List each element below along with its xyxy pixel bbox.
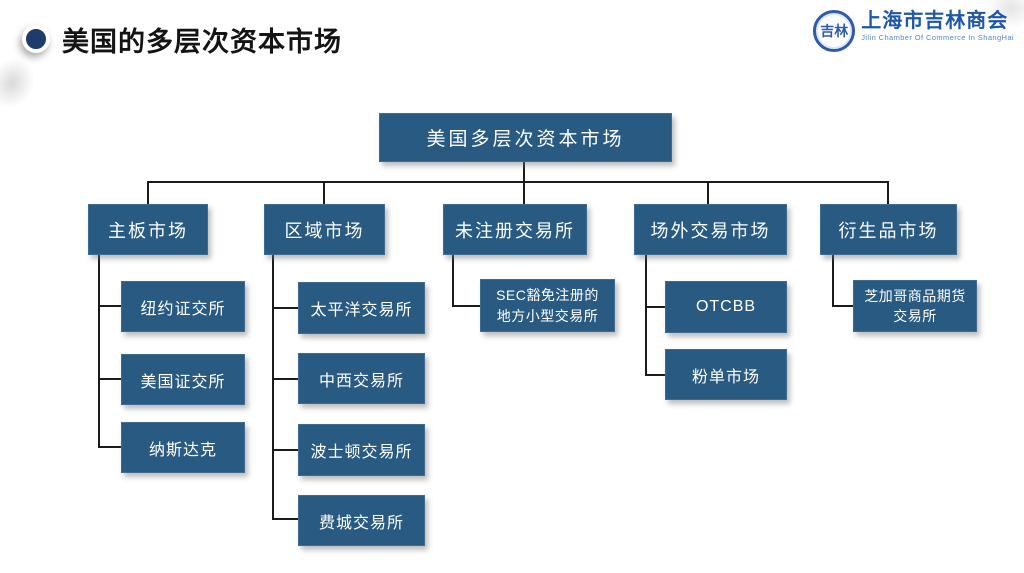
logo-name-en: Jilin Chamber Of Commerce In ShangHai <box>861 33 1014 42</box>
node-boston-exchange: 波士顿交易所 <box>298 424 425 476</box>
connector-stub-otcbb <box>645 306 665 308</box>
connector-root-drop <box>523 162 525 182</box>
node-root: 美国多层次资本市场 <box>379 113 672 162</box>
node-pink-sheets: 粉单市场 <box>665 349 787 400</box>
logo-name-cn: 上海市吉林商会 <box>861 10 1009 32</box>
node-chicago-mercantile-futures-exchange: 芝加哥商品期货交易所 <box>853 280 977 332</box>
connector-stub-boston <box>272 449 298 451</box>
logo-text-block: 上海市吉林商会 Jilin Chamber Of Commerce In Sha… <box>861 10 1014 42</box>
organization-logo: 吉林 上海市吉林商会 Jilin Chamber Of Commerce In … <box>813 10 1014 52</box>
page-title: 美国的多层次资本市场 <box>62 26 342 57</box>
connector-stub-sec-exempt <box>452 305 480 307</box>
node-otcbb: OTCBB <box>665 281 787 333</box>
node-midwest-exchange: 中西交易所 <box>298 353 425 404</box>
node-pacific-exchange: 太平洋交易所 <box>298 282 425 334</box>
connector-stub-cme <box>832 305 853 307</box>
connector-spine-otc <box>645 255 647 376</box>
connector-drop-main-board <box>147 181 149 205</box>
connector-stub-philadelphia <box>272 518 298 520</box>
connector-bus <box>147 181 889 183</box>
connector-spine-unregistered <box>452 255 454 307</box>
node-derivatives-market: 衍生品市场 <box>820 204 957 255</box>
node-regional-market: 区域市场 <box>264 204 385 255</box>
connector-drop-otc <box>707 181 709 205</box>
node-nyse: 纽约证交所 <box>121 281 245 332</box>
connector-spine-regional <box>272 255 274 520</box>
connector-drop-derivatives <box>887 181 889 205</box>
connector-stub-amex <box>98 378 121 380</box>
connector-stub-nasdaq <box>98 446 121 448</box>
connector-drop-unregistered <box>523 181 525 205</box>
node-main-board-market: 主板市场 <box>88 204 208 255</box>
node-nasdaq: 纳斯达克 <box>121 422 245 473</box>
node-sec-exempt-local-small-exchanges: SEC豁免注册的地方小型交易所 <box>480 279 615 332</box>
node-otc-market: 场外交易市场 <box>634 204 787 255</box>
connector-stub-pacific <box>272 307 298 309</box>
logo-emblem-icon: 吉林 <box>813 10 856 52</box>
connector-stub-midwest <box>272 378 298 380</box>
connector-drop-regional <box>323 181 325 205</box>
node-amex: 美国证交所 <box>121 354 245 405</box>
corner-shadow-right <box>976 0 1024 38</box>
corner-shadow-left <box>0 38 54 128</box>
node-philadelphia-exchange: 费城交易所 <box>298 495 425 546</box>
connector-spine-main-board <box>98 255 100 448</box>
node-unregistered-exchanges: 未注册交易所 <box>443 204 587 255</box>
connector-stub-pink-sheets <box>645 374 665 376</box>
connector-stub-nyse <box>98 305 121 307</box>
title-bullet-icon <box>22 25 50 53</box>
connector-spine-derivatives <box>832 255 834 307</box>
